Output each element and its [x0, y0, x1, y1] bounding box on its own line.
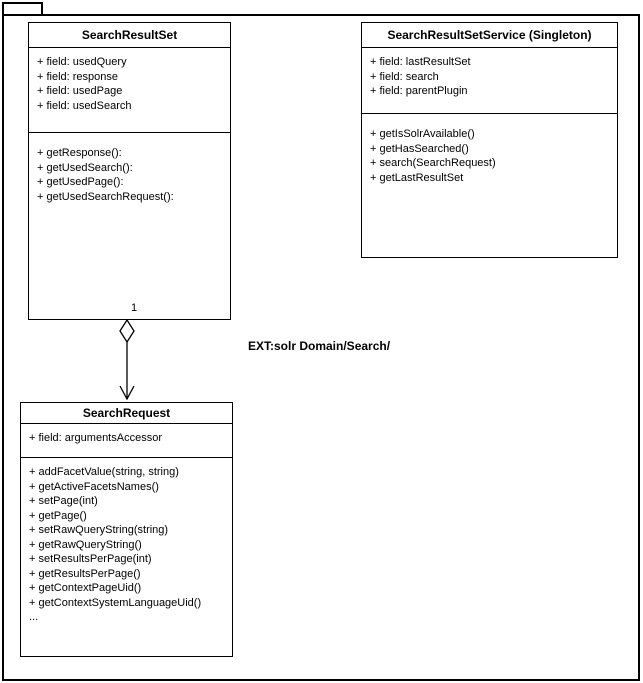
class-member: + getResponse():	[37, 147, 122, 159]
namespace-annotation: EXT:solr Domain/Search/	[248, 339, 391, 353]
class-member: + getIsSolrAvailable()	[370, 128, 475, 140]
multiplicity-label: 1	[131, 302, 138, 314]
class-member: + field: response	[37, 70, 119, 83]
class-member: + field: search	[370, 70, 439, 83]
class-member: + field: usedPage	[37, 85, 123, 97]
class-member: + getResultsPerPage()	[29, 567, 141, 580]
class-member: + field: usedSearch	[37, 99, 132, 112]
class-box-search-result-set: SearchResultSet + field: usedQuery+ fiel…	[28, 22, 231, 320]
package-tab	[2, 2, 43, 15]
class-member: + getUsedSearchRequest():	[37, 190, 174, 203]
class-member: + getLastResultSet	[370, 171, 464, 184]
class-member: + field: parentPlugin	[370, 85, 468, 97]
class-title: SearchResultSetService (Singleton)	[362, 23, 617, 48]
class-title: SearchResultSet	[29, 23, 230, 48]
class-member: + field: usedQuery	[37, 56, 127, 68]
class-member: + setPage(int)	[29, 495, 98, 507]
class-member: ...	[29, 611, 39, 623]
class-fields-compartment: + field: argumentsAccessor	[21, 424, 232, 458]
class-member: + getActiveFacetsNames()	[29, 480, 159, 493]
class-member: + field: argumentsAccessor	[29, 432, 162, 444]
class-member: + search(SearchRequest)	[370, 157, 496, 169]
class-fields-compartment: + field: usedQuery + field: response + fie…	[29, 48, 230, 133]
class-member: + setRawQueryString(string)	[29, 524, 169, 536]
class-member: + getRawQueryString()	[29, 538, 142, 551]
class-member: + getPage()	[29, 509, 87, 522]
class-member: + getContextPageUid()	[29, 582, 142, 594]
class-methods-compartment: + addFacetValue(string, string) + getActi…	[21, 458, 232, 656]
class-member: + getUsedPage():	[37, 176, 124, 188]
class-member: + setResultsPerPage(int)	[29, 553, 152, 565]
class-member: + addFacetValue(string, string)	[29, 466, 179, 478]
class-methods-compartment: + getResponse(): + getUsedSearch(): + getU…	[29, 133, 230, 319]
class-box-search-result-set-service: SearchResultSetService (Singleton) + fie…	[361, 22, 618, 258]
class-box-search-request: SearchRequest + field: argumentsAccessor…	[20, 402, 233, 657]
class-title: SearchRequest	[21, 403, 232, 424]
class-fields-compartment: + field: lastResultSet + field: search + f…	[362, 48, 617, 114]
class-methods-compartment: + getIsSolrAvailable() + getHasSearched()…	[362, 114, 617, 257]
class-member: + getContextSystemLanguageUid()	[29, 596, 202, 609]
class-member: + getHasSearched()	[370, 142, 469, 155]
class-member: + field: lastResultSet	[370, 56, 471, 68]
class-member: + getUsedSearch():	[37, 161, 133, 174]
package-frame	[2, 14, 640, 681]
